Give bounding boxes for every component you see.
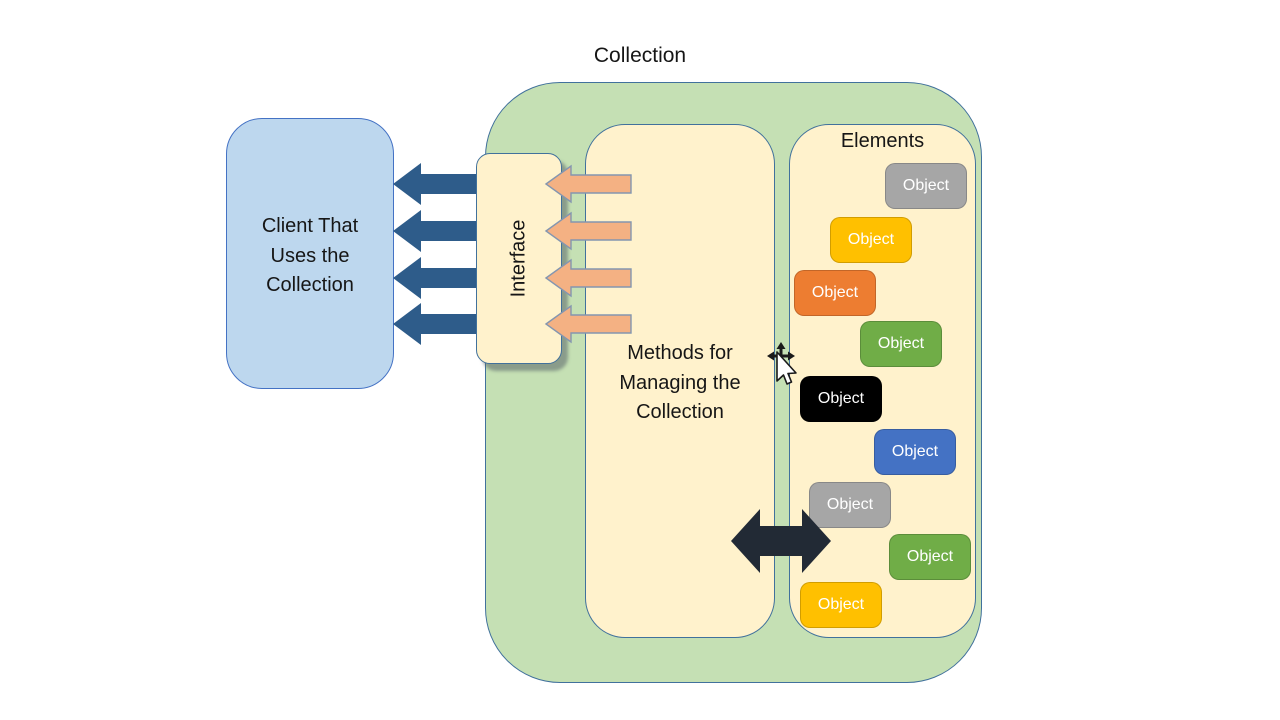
object-chip-blue: Object [874, 429, 956, 475]
object-chip-green-1: Object [860, 321, 942, 367]
diagram-title: Collection [593, 44, 687, 67]
object-chip-gray-2: Object [809, 482, 891, 528]
orange-left-arrow-icon [544, 258, 632, 298]
client-label-line2: Uses the [270, 244, 350, 267]
object-chip-label: Object [817, 596, 865, 613]
methods-label-line2: Managing the [619, 371, 741, 394]
object-chip-gold-1: Object [830, 217, 912, 263]
methods-label-line1: Methods for [627, 342, 733, 364]
object-chip-label: Object [811, 284, 859, 301]
elements-panel-title: Elements [840, 130, 925, 152]
double-arrow-icon [731, 509, 831, 573]
methods-label-line3: Collection [636, 401, 724, 423]
orange-left-arrow-icon [544, 304, 632, 344]
left-arrow-icon [393, 163, 482, 205]
object-chip-black: Object [800, 376, 882, 422]
interface-box [476, 153, 562, 364]
orange-left-arrow-icon [544, 211, 632, 251]
object-chip-label: Object [817, 390, 865, 407]
methods-panel-label: Methods for Managing the Collection [585, 339, 775, 428]
object-chip-label: Object [847, 231, 895, 248]
orange-left-arrow-icon [544, 164, 632, 204]
object-chip-gold-2: Object [800, 582, 882, 628]
left-arrow-icon [393, 303, 482, 345]
object-chip-green-2: Object [889, 534, 971, 580]
client-box [226, 118, 394, 389]
object-chip-label: Object [891, 443, 939, 460]
client-label-line1: Client That [261, 215, 359, 237]
object-chip-orange: Object [794, 270, 876, 316]
object-chip-gray-1: Object [885, 163, 967, 209]
client-label-line3: Collection [266, 274, 354, 296]
left-arrow-icon [393, 257, 482, 299]
move-pointer-cursor [767, 342, 797, 385]
object-chip-label: Object [826, 496, 874, 513]
object-chip-label: Object [877, 335, 925, 352]
object-chip-label: Object [902, 177, 950, 194]
left-arrow-icon [393, 210, 482, 252]
object-chip-label: Object [906, 548, 954, 565]
client-box-label: Client That Uses the Collection [226, 212, 394, 301]
